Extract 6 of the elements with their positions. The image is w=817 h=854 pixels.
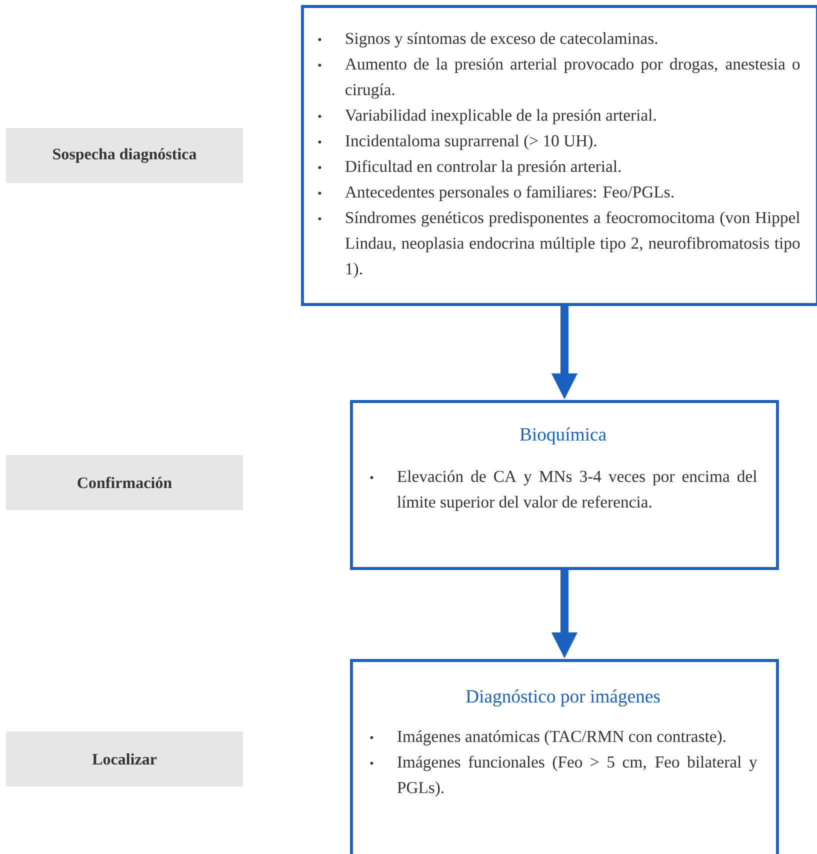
process-box: Signos y síntomas de exceso de catecolaminas. Aumento de la presión arterial provocado por drogas, anestesia o cirugía. Variabilidad inexplicable de la presión arterial. Incidentaloma suprarrenal (> 10 UH). Dificultad en controlar la presión arterial. Antecedentes personales o familiares: Feo/PGLs. Síndromes genéticos predisponentes a feocromocitoma (von Hippel Lindau, neoplasia endocrina múltiple tipo 2, neurofibromatosis tipo 1). — [301, 5, 817, 306]
stage-label: Confirmación — [6, 455, 243, 510]
stage-label: Sospecha diagnóstica — [6, 128, 243, 183]
process-box: Diagnóstico por imágenes Imágenes anatómicas (TAC/RMN con contraste). Imágenes funcionales (Feo > 5 cm, Feo bilateral y PGLs). — [350, 659, 779, 854]
stage-label: Localizar — [6, 732, 243, 786]
process-box: Bioquímica Elevación de CA y MNs 3-4 veces por encima del límite superior del valor de referencia. — [350, 400, 779, 570]
